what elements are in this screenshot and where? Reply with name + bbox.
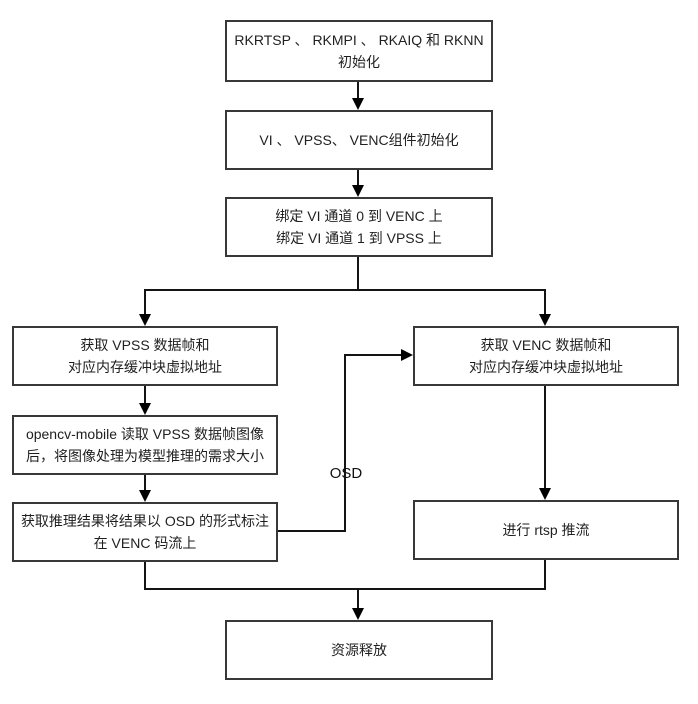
edge-osdannotate-to-merge <box>144 562 146 590</box>
edge-branch-to-vpss <box>144 289 146 315</box>
arrowhead-down-opencv <box>139 403 151 415</box>
node-text-line: 对应内存缓冲块虚拟地址 <box>469 359 623 375</box>
node-get-venc: 获取 VENC 数据帧和 对应内存缓冲块虚拟地址 <box>413 326 679 386</box>
node-opencv-read: opencv-mobile 读取 VPSS 数据帧图像 后，将图像处理为模型推理… <box>12 415 278 475</box>
arrowhead-down-release <box>352 608 364 620</box>
node-text-line: RKRTSP 、 RKMPI 、 RKAIQ 和 RKNN <box>234 32 484 48</box>
node-text-line: 获取 VENC 数据帧和 <box>480 337 612 353</box>
arrowhead-down-get-venc <box>539 314 551 326</box>
node-osd-annotate: 获取推理结果将结果以 OSD 的形式标注 在 VENC 码流上 <box>12 502 278 562</box>
edge-opencv-to-osd <box>144 475 146 491</box>
node-text-line: 资源释放 <box>331 642 387 658</box>
edge-venc-to-rtsp <box>544 386 546 489</box>
edge-label-osd: OSD <box>329 465 363 482</box>
node-get-vpss: 获取 VPSS 数据帧和 对应内存缓冲块虚拟地址 <box>12 326 278 386</box>
node-text-line: 绑定 VI 通道 0 到 VENC 上 <box>275 208 443 224</box>
node-text-line: 获取推理结果将结果以 OSD 的形式标注 <box>20 513 270 529</box>
arrowhead-down-bind <box>352 185 364 197</box>
node-text-line: opencv-mobile 读取 VPSS 数据帧图像 <box>25 426 265 442</box>
node-text-line: 后，将图像处理为模型推理的需求大小 <box>26 448 264 464</box>
node-text-line: 获取 VPSS 数据帧和 <box>80 337 210 353</box>
node-text-line: 绑定 VI 通道 1 到 VPSS 上 <box>276 230 442 246</box>
edge-branch-horizontal <box>144 289 546 291</box>
edge-osd-horizontal-top <box>344 354 402 356</box>
node-text-line: 进行 rtsp 推流 <box>502 522 590 538</box>
node-text-line: 在 VENC 码流上 <box>93 535 197 551</box>
node-rtsp-push: 进行 rtsp 推流 <box>413 500 679 560</box>
edge-branch-to-venc <box>544 289 546 315</box>
node-init-components: VI 、 VPSS、 VENC组件初始化 <box>225 110 493 170</box>
edge-vpss-to-opencv <box>144 386 146 404</box>
node-text-line: 对应内存缓冲块虚拟地址 <box>68 359 222 375</box>
arrowhead-down-rtsp <box>539 488 551 500</box>
edge-osd-horizontal-bottom <box>278 530 346 532</box>
edge-components-to-bind <box>357 170 359 186</box>
arrowhead-right-get-venc <box>401 349 413 361</box>
edge-bind-to-branch <box>357 257 359 291</box>
arrowhead-down-get-vpss <box>139 314 151 326</box>
edge-merge-horizontal <box>144 588 546 590</box>
node-init-rk: RKRTSP 、 RKMPI 、 RKAIQ 和 RKNN 初始化 <box>225 20 493 82</box>
arrowhead-down-osd-annotate <box>139 490 151 502</box>
node-text-line: 初始化 <box>338 54 380 70</box>
edge-merge-to-release <box>357 588 359 609</box>
edge-osd-vertical <box>344 354 346 532</box>
arrowhead-down-components <box>352 98 364 110</box>
edge-rtsp-to-merge <box>544 560 546 590</box>
node-bind-channels: 绑定 VI 通道 0 到 VENC 上 绑定 VI 通道 1 到 VPSS 上 <box>225 197 493 257</box>
edge-initrk-to-components <box>357 82 359 100</box>
node-text-line: VI 、 VPSS、 VENC组件初始化 <box>259 132 459 148</box>
node-release: 资源释放 <box>225 620 493 680</box>
